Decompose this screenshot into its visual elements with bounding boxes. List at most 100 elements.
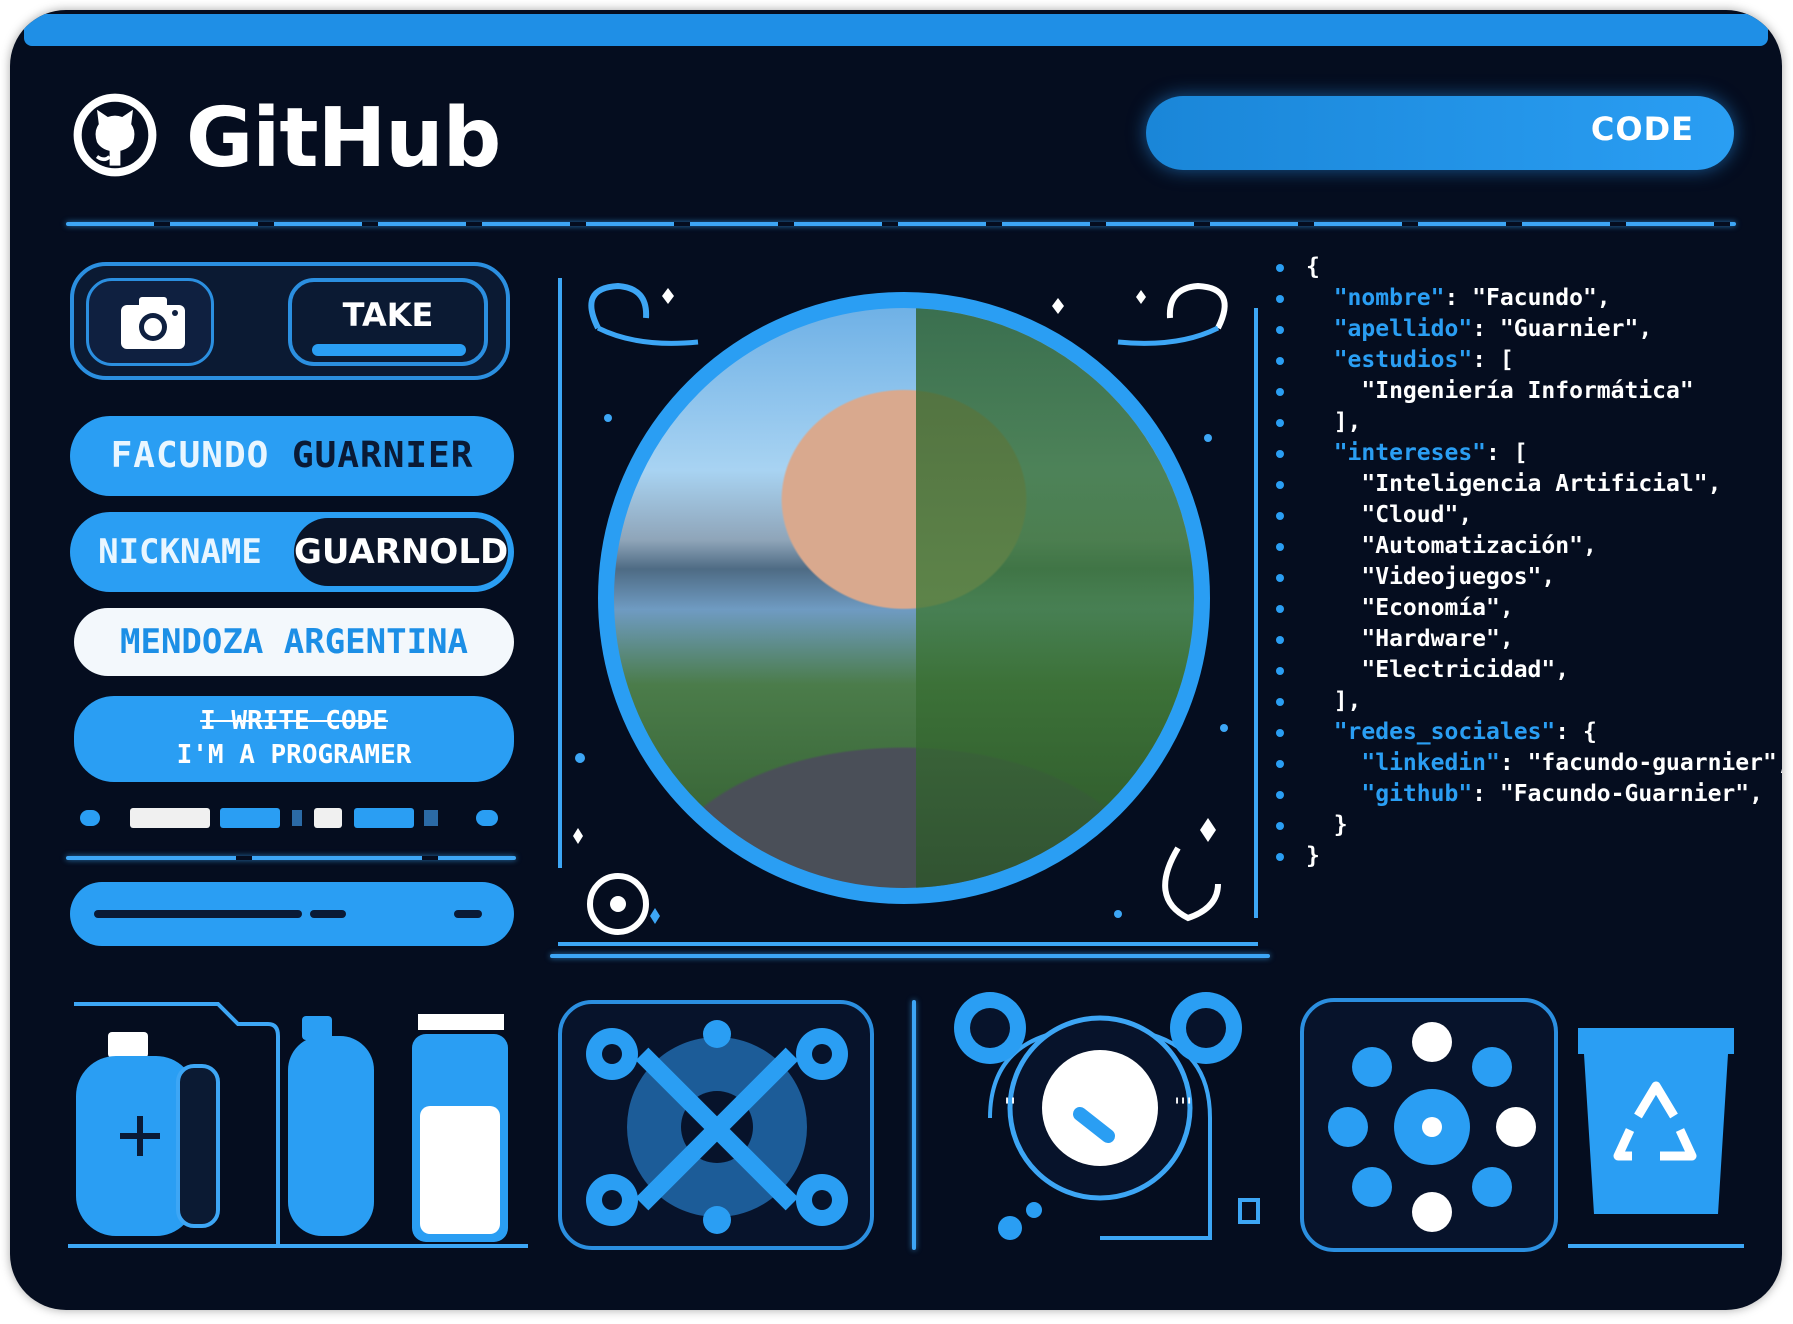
line-bullet bbox=[1276, 356, 1284, 365]
line-bullet bbox=[1276, 511, 1284, 520]
take-label: TAKE bbox=[342, 296, 434, 334]
camera-button[interactable] bbox=[86, 278, 214, 366]
code-value: ], bbox=[1333, 409, 1362, 435]
code-button[interactable]: CODE bbox=[1146, 96, 1734, 170]
code-line: } bbox=[1276, 808, 1348, 842]
last-name: GUARNIER bbox=[292, 435, 474, 476]
line-bullet bbox=[1276, 790, 1284, 799]
take-photo-button[interactable]: TAKE bbox=[288, 278, 488, 366]
line-bullet bbox=[1276, 697, 1284, 706]
left-separator bbox=[66, 856, 516, 860]
knob-icon: '' ''' bbox=[954, 992, 1260, 1240]
code-line: ], bbox=[1276, 684, 1361, 718]
tile-divider bbox=[912, 1000, 916, 1250]
code-line: "Cloud", bbox=[1276, 498, 1472, 532]
dots-icon bbox=[1328, 1022, 1536, 1232]
code-line: } bbox=[1276, 839, 1320, 873]
photo-frame-decoration bbox=[558, 278, 1258, 946]
indicator-segment bbox=[424, 810, 438, 826]
line-bullet bbox=[1276, 387, 1284, 396]
indicator-segment bbox=[354, 808, 414, 828]
code-value: "Cloud", bbox=[1361, 502, 1473, 528]
take-progress-bar bbox=[312, 344, 466, 356]
recycle-bin[interactable] bbox=[1568, 1006, 1744, 1254]
top-accent-bar bbox=[24, 14, 1768, 46]
line-bullet bbox=[1276, 852, 1284, 861]
code-line: "apellido": "Guarnier", bbox=[1276, 312, 1652, 346]
code-value: : { bbox=[1555, 719, 1597, 745]
line-bullet bbox=[1276, 542, 1284, 551]
line-bullet bbox=[1276, 449, 1284, 458]
code-line: "Inteligencia Artificial", bbox=[1276, 467, 1721, 501]
line-bullet bbox=[1276, 604, 1284, 613]
code-line: "intereses": [ bbox=[1276, 436, 1528, 470]
code-value: "Electricidad", bbox=[1361, 657, 1570, 683]
code-line: "nombre": "Facundo", bbox=[1276, 281, 1611, 315]
profile-json-code: { "nombre": "Facundo", "apellido": "Guar… bbox=[1276, 250, 1782, 950]
indicator-segment bbox=[220, 808, 280, 828]
nickname-label: NICKNAME bbox=[98, 532, 262, 572]
profile-card: GitHub CODE TAKE FACUNDO GUARNIER NICKNA… bbox=[10, 10, 1782, 1310]
code-button-label: CODE bbox=[1590, 110, 1694, 148]
tagline-struck: I WRITE CODE bbox=[200, 706, 388, 736]
code-line: "Economía", bbox=[1276, 591, 1514, 625]
code-value: : "Facundo", bbox=[1444, 285, 1611, 311]
code-value: } bbox=[1333, 812, 1348, 838]
code-value: "Ingeniería Informática" bbox=[1361, 378, 1694, 404]
code-line: "redes_sociales": { bbox=[1276, 715, 1597, 749]
line-bullet bbox=[1276, 666, 1284, 675]
full-name-pill: FACUNDO GUARNIER bbox=[70, 416, 514, 496]
code-line: "Videojuegos", bbox=[1276, 560, 1555, 594]
slider-track-segment bbox=[310, 910, 346, 918]
code-value: "Economía", bbox=[1361, 595, 1514, 621]
code-line: "Automatización", bbox=[1276, 529, 1597, 563]
code-line: "Electricidad", bbox=[1276, 653, 1569, 687]
code-value: "Hardware", bbox=[1361, 626, 1514, 652]
profile-photo bbox=[598, 292, 1210, 904]
code-key: "github" bbox=[1361, 781, 1473, 807]
code-line: { bbox=[1276, 250, 1320, 284]
code-line: "linkedin": "facundo-guarnier", bbox=[1276, 746, 1782, 780]
knob-tile[interactable]: '' ''' bbox=[950, 988, 1262, 1258]
code-value: : [ bbox=[1486, 440, 1528, 466]
dots-tile[interactable] bbox=[1300, 998, 1558, 1252]
code-line: "estudios": [ bbox=[1276, 343, 1514, 377]
camera-icon bbox=[121, 297, 185, 349]
indicator-segment bbox=[292, 810, 302, 826]
plus-icon[interactable] bbox=[108, 1106, 174, 1172]
line-bullet bbox=[1276, 294, 1284, 303]
slider-handle bbox=[454, 910, 482, 918]
center-separator bbox=[550, 954, 1270, 958]
code-key: "estudios" bbox=[1333, 347, 1473, 373]
code-key: "apellido" bbox=[1333, 316, 1473, 342]
code-value: ], bbox=[1333, 688, 1362, 714]
code-value: : "Facundo-Guarnier", bbox=[1472, 781, 1763, 807]
line-bullet bbox=[1276, 759, 1284, 768]
github-octocat-icon[interactable] bbox=[70, 90, 160, 180]
indicator-dot bbox=[80, 810, 100, 826]
line-bullet bbox=[1276, 573, 1284, 582]
slider-control[interactable] bbox=[70, 882, 514, 946]
indicator-segment bbox=[130, 808, 210, 828]
location-pill: MENDOZA ARGENTINA bbox=[74, 608, 514, 676]
code-key: "redes_sociales" bbox=[1333, 719, 1556, 745]
code-value: "Videojuegos", bbox=[1361, 564, 1556, 590]
code-key: "nombre" bbox=[1333, 285, 1445, 311]
header-separator bbox=[66, 222, 1736, 226]
gear-pattern-tile[interactable] bbox=[558, 1000, 874, 1250]
code-line: "github": "Facundo-Guarnier", bbox=[1276, 777, 1763, 811]
nickname-pill: NICKNAME GUARNOLD bbox=[70, 512, 514, 592]
svg-text:'': '' bbox=[1004, 1095, 1016, 1120]
bottles-tile bbox=[68, 996, 528, 1250]
code-value: : "facundo-guarnier", bbox=[1499, 750, 1782, 776]
code-key: "linkedin" bbox=[1361, 750, 1500, 776]
tagline-pill: I WRITE CODE I'M A PROGRAMER bbox=[74, 696, 514, 782]
line-bullet bbox=[1276, 635, 1284, 644]
tagline-text: I'M A PROGRAMER bbox=[176, 740, 412, 770]
line-bullet bbox=[1276, 821, 1284, 830]
slider-track bbox=[94, 910, 302, 918]
gear-pattern-icon bbox=[586, 1020, 848, 1234]
code-line: ], bbox=[1276, 405, 1361, 439]
code-value: "Inteligencia Artificial", bbox=[1361, 471, 1722, 497]
indicator-segment bbox=[314, 808, 342, 828]
